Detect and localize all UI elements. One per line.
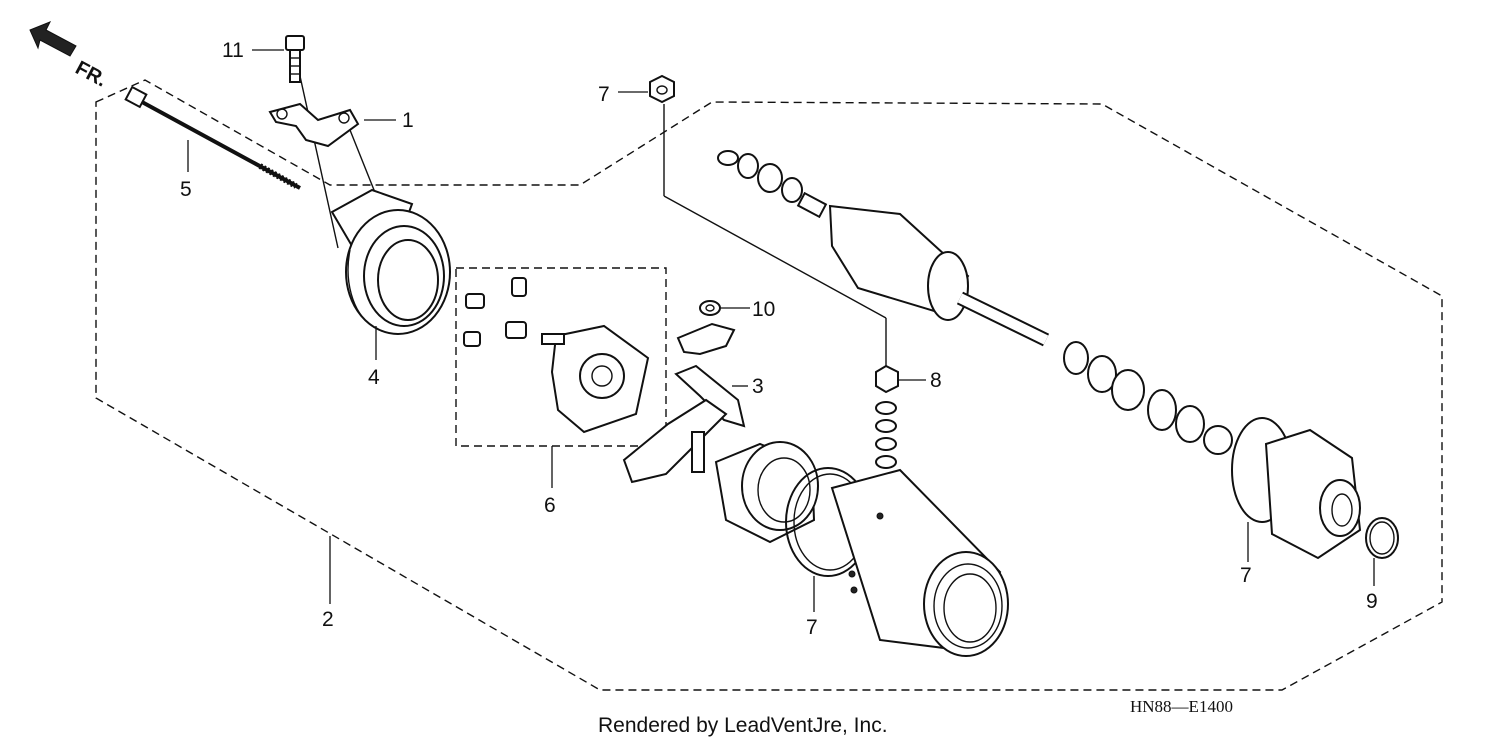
arrow-icon (29, 21, 77, 57)
callout-labels: 11 1 5 7 10 3 8 4 6 2 7 7 9 (180, 39, 1378, 639)
yoke-cover (714, 441, 819, 544)
callout-10: 10 (752, 298, 775, 321)
washer (699, 300, 721, 316)
nut-top (649, 74, 675, 104)
starter-bracket (268, 102, 360, 148)
ring (1365, 517, 1399, 559)
callout-11: 11 (222, 39, 244, 62)
assembly-guides (295, 57, 887, 447)
callout-2: 2 (322, 608, 334, 631)
diagram-code: HN88—E1400 (1130, 697, 1233, 716)
callout-3: 3 (752, 375, 764, 398)
brush-terminal-set (622, 322, 746, 484)
callout-leaders (187, 49, 1375, 612)
callout-7-rear: 7 (1240, 564, 1252, 587)
arrow-label: FR. (72, 57, 111, 92)
flange-bolt (285, 35, 305, 83)
armature (796, 191, 1050, 347)
front-direction-arrow: FR. (29, 21, 111, 92)
armature-washers-top (717, 150, 803, 203)
front-bracket-housing (330, 188, 451, 335)
callout-8-top: 7 (598, 83, 610, 106)
render-credit: Rendered by LeadVentJre, Inc. (598, 714, 888, 737)
callout-7-front: 7 (806, 616, 818, 639)
callout-4: 4 (368, 366, 380, 389)
callout-8-stack: 8 (930, 369, 942, 392)
brush-holder-set (463, 277, 650, 434)
assembly-boundary (95, 79, 1443, 691)
rear-bearing-set (1063, 341, 1233, 455)
motor-case (830, 468, 1009, 657)
nut-stack (875, 364, 899, 469)
rear-end-cover (1264, 428, 1362, 560)
callout-5: 5 (180, 178, 192, 201)
through-bolt (124, 85, 301, 190)
callout-1: 1 (402, 109, 414, 132)
callout-9: 9 (1366, 590, 1378, 613)
callout-6: 6 (544, 494, 556, 517)
brush-set-frame (455, 267, 667, 447)
